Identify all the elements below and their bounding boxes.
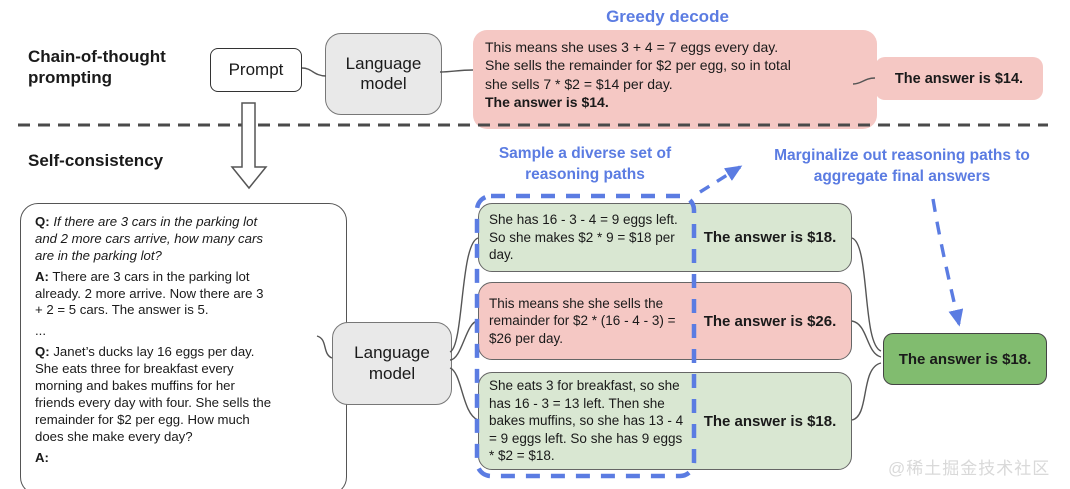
q1-label: Q: [35, 214, 50, 229]
connector-lm-to-path3 [449, 367, 479, 421]
path-answer: The answer is $26. [703, 312, 837, 330]
path-answer: The answer is $18. [703, 412, 837, 430]
prompt-box: Prompt [210, 48, 302, 92]
connector-lm-to-path1 [449, 237, 479, 353]
greedy-decode-label: Greedy decode [606, 7, 729, 26]
reasoning-path-row: She eats 3 for breakfast, so she has 16 … [478, 372, 852, 470]
a1-text: There are 3 cars in the parking lot alre… [35, 268, 264, 318]
sample-paths-label: Sample a diverse set of reasoning paths [498, 145, 672, 183]
greedy-output-body: This means she uses 3 + 4 = 7 eggs every… [485, 39, 791, 92]
greedy-output-box: This means she uses 3 + 4 = 7 eggs every… [473, 30, 877, 129]
reasoning-text: She eats 3 for breakfast, so she has 16 … [489, 378, 684, 464]
language-model-box-bottom: Language model [332, 322, 452, 405]
greedy-answer-box: The answer is $14. [875, 57, 1043, 100]
marginalize-label: Marginalize out reasoning paths to aggre… [774, 147, 1030, 185]
q2-text: Janet’s ducks lay 16 eggs per day. She e… [35, 344, 272, 444]
a1-label: A: [35, 268, 49, 284]
prompt-q2: Q: Janet’s ducks lay 16 eggs per day. Sh… [35, 344, 273, 445]
language-model-label-bottom: Language model [354, 343, 430, 383]
prompt-box-label: Prompt [228, 60, 284, 79]
q1-text: If there are 3 cars in the parking lot a… [35, 214, 263, 263]
q2-label: Q: [35, 344, 50, 360]
language-model-label-top: Language model [345, 53, 422, 93]
connector-prompt-to-lm [301, 67, 327, 77]
greedy-output-answer-sentence: The answer is $14. [485, 94, 609, 111]
few-shot-prompt-box: Q: If there are 3 cars in the parking lo… [20, 203, 347, 489]
watermark: @稀土掘金技术社区 [888, 459, 1051, 478]
a2-label: A: [35, 449, 49, 465]
arrow-sample-to-marginalize [699, 165, 743, 194]
reasoning-text: This means she she sells the remainder f… [489, 295, 676, 346]
connector-path1-to-final [851, 237, 882, 352]
greedy-answer-label: The answer is $14. [894, 70, 1024, 87]
connector-lm-to-path2 [449, 320, 479, 361]
reasoning-path-row: She has 16 - 3 - 4 = 9 eggs left. So she… [478, 203, 852, 272]
path-answer: The answer is $18. [703, 229, 837, 246]
arrow-marginalize-to-final [931, 198, 964, 327]
final-answer-box: The answer is $18. [883, 333, 1047, 385]
self-consistency-section-label: Self-consistency [28, 151, 164, 170]
connector-lm-to-output [439, 69, 474, 73]
final-answer-label: The answer is $18. [898, 350, 1032, 368]
prompt-q1: Q: If there are 3 cars in the parking lo… [35, 214, 273, 265]
language-model-box-top: Language model [325, 33, 442, 115]
reasoning-text: She has 16 - 3 - 4 = 9 eggs left. So she… [489, 212, 678, 263]
connector-path2-to-final [851, 320, 882, 358]
prompt-a2: A: [35, 450, 273, 467]
reasoning-path-row: This means she she sells the remainder f… [478, 282, 852, 360]
prompt-down-arrow [230, 102, 268, 190]
prompt-a1: A: There are 3 cars in the parking lot a… [35, 269, 273, 320]
chain-of-thought-section-label: Chain-of-thought prompting [28, 47, 166, 88]
connector-path3-to-final [851, 362, 882, 421]
prompt-ellipsis: ... [35, 323, 46, 339]
